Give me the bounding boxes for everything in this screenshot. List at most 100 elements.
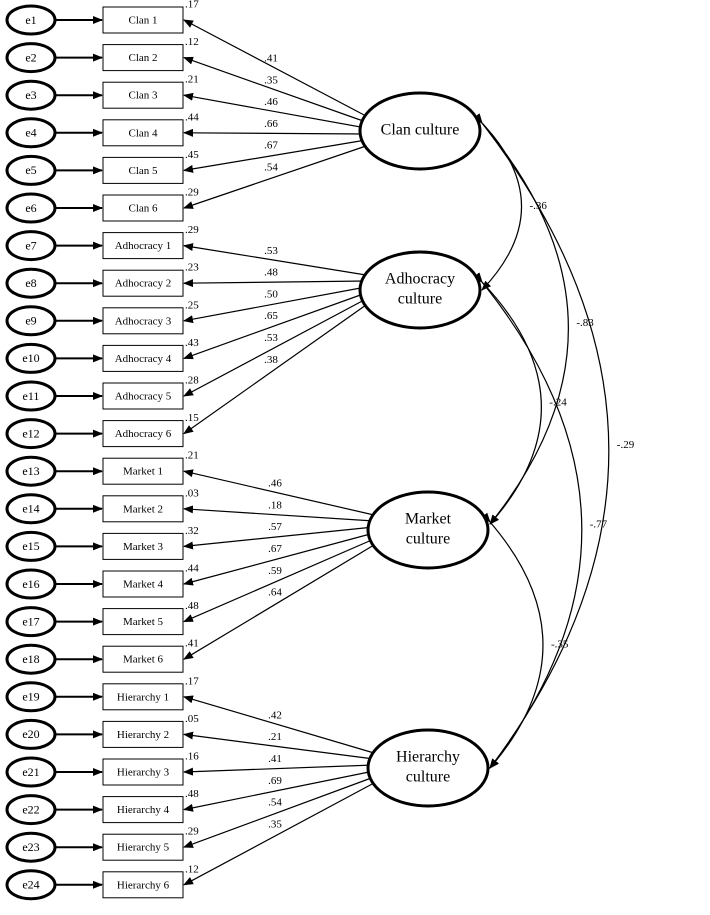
latent-factor-ellipse xyxy=(366,728,490,808)
indicator-label: Hierarchy 2 xyxy=(117,729,169,741)
indicator-box xyxy=(102,344,184,372)
error-term-label: e19 xyxy=(22,690,39,704)
indicator-box xyxy=(102,495,184,523)
error-term-label: e8 xyxy=(25,276,36,290)
correlation-arc xyxy=(473,113,610,769)
indicator-label: Adhocracy 5 xyxy=(115,391,172,403)
factor-loading-label: .35 xyxy=(264,74,278,86)
factor-loading-arrow xyxy=(183,92,367,129)
error-term-label: e18 xyxy=(22,652,39,666)
latent-factor-ellipse xyxy=(366,490,490,570)
indicator-label: Market 1 xyxy=(123,466,163,478)
indicator-label: Clan 4 xyxy=(128,127,158,139)
factor-loading-label: .67 xyxy=(268,543,282,555)
r-squared-label: .45 xyxy=(185,149,199,161)
indicator-box xyxy=(102,6,184,34)
factor-loading-arrow xyxy=(183,695,375,754)
indicator-box xyxy=(102,269,184,297)
indicator-box xyxy=(102,871,184,899)
latent-factor-label: culture xyxy=(398,291,442,308)
factor-loading-arrow xyxy=(183,544,375,660)
error-term-label: e1 xyxy=(25,13,36,27)
indicator-label: Market 2 xyxy=(123,503,163,515)
error-term-label: e22 xyxy=(22,802,39,816)
indicator-box xyxy=(102,645,184,673)
factor-loading-label: .21 xyxy=(268,731,282,743)
error-term-label: e10 xyxy=(22,351,39,365)
indicator-box xyxy=(102,81,184,109)
indicator-label: Market 4 xyxy=(123,579,164,591)
correlation-label: -.35 xyxy=(551,639,569,651)
r-squared-label: .29 xyxy=(185,826,199,838)
indicator-box xyxy=(102,758,184,786)
correlation-label: -.29 xyxy=(617,439,635,451)
factor-loading-label: .54 xyxy=(268,797,282,809)
correlation-label: -.24 xyxy=(549,397,567,409)
r-squared-label: .21 xyxy=(185,74,199,86)
factor-loading-label: .18 xyxy=(268,499,282,511)
r-squared-label: .44 xyxy=(185,563,199,575)
r-squared-label: .12 xyxy=(185,863,199,875)
error-term-label: e4 xyxy=(25,126,36,140)
indicator-label: Hierarchy 6 xyxy=(117,879,170,891)
factor-loading-label: .46 xyxy=(268,478,282,490)
indicator-label: Hierarchy 3 xyxy=(117,767,170,779)
error-term-label: e3 xyxy=(25,88,36,102)
factor-loading-arrow xyxy=(183,279,367,288)
factor-loading-label: .53 xyxy=(264,332,278,344)
indicator-box xyxy=(102,156,184,184)
indicator-box xyxy=(102,796,184,824)
indicator-box xyxy=(102,833,184,861)
indicator-box xyxy=(102,570,184,598)
indicator-label: Market 6 xyxy=(123,654,164,666)
indicator-label: Hierarchy 1 xyxy=(117,691,169,703)
factor-loading-label: .67 xyxy=(264,140,278,152)
indicator-box xyxy=(102,457,184,485)
r-squared-label: .21 xyxy=(185,450,199,462)
correlation-arc xyxy=(473,272,583,769)
latent-factor-label: Clan culture xyxy=(381,122,460,139)
factor-loading-arrow xyxy=(183,526,375,550)
latent-factor-label: culture xyxy=(406,531,450,548)
factor-loading-label: .42 xyxy=(268,709,282,721)
r-squared-label: .03 xyxy=(185,487,199,499)
factor-loading-label: .53 xyxy=(264,245,278,257)
factor-loading-arrow xyxy=(183,505,375,522)
error-term-label: e24 xyxy=(22,878,39,892)
factor-loading-arrow xyxy=(183,128,367,137)
r-squared-label: .16 xyxy=(185,751,199,763)
correlation-arc xyxy=(481,512,544,769)
r-squared-label: .05 xyxy=(185,713,199,725)
factor-loading-label: .35 xyxy=(268,818,282,830)
loading-layer: .41.35.46.66.67.54.53.48.50.65.53.38.46.… xyxy=(183,19,375,886)
r-squared-label: .12 xyxy=(185,36,199,48)
r-squared-label: .41 xyxy=(185,638,199,650)
r-squared-label: .29 xyxy=(185,187,199,199)
correlation-label: -.83 xyxy=(576,317,594,329)
error-term-label: e23 xyxy=(22,840,39,854)
latent-factor-label: Adhocracy xyxy=(385,271,455,288)
indicator-label: Clan 2 xyxy=(128,52,157,64)
indicator-box xyxy=(102,608,184,636)
indicator-box xyxy=(102,683,184,711)
factor-loading-arrow xyxy=(183,56,367,123)
indicator-box xyxy=(102,720,184,748)
r-squared-label: .29 xyxy=(185,224,199,236)
indicator-box xyxy=(102,232,184,260)
indicator-box xyxy=(102,420,184,448)
indicator-label: Hierarchy 4 xyxy=(117,804,170,816)
factor-loading-label: .69 xyxy=(268,775,282,787)
factor-loading-arrow xyxy=(183,243,367,276)
correlation-arc xyxy=(473,113,569,525)
factor-loading-label: .64 xyxy=(268,587,282,599)
factor-loading-arrow xyxy=(183,286,367,324)
indicator-label: Clan 6 xyxy=(128,203,158,215)
factor-loading-arrow xyxy=(183,532,375,586)
latent-factor-label: Market xyxy=(405,511,452,528)
indicator-box xyxy=(102,382,184,410)
error-term-label: e16 xyxy=(22,577,39,591)
factor-loading-label: .50 xyxy=(264,288,278,300)
factor-loading-arrow xyxy=(183,19,367,117)
factor-loading-arrow xyxy=(183,292,367,360)
